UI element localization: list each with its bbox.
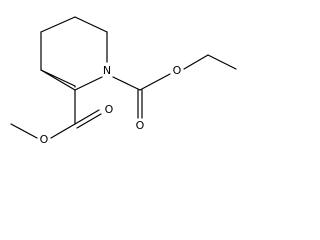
atom-label-carbamate-carbonyl-oxygen: O [136, 119, 145, 132]
molecule-drawing: N O O O O [10, 16, 237, 146]
atom-label-ester-carbonyl-oxygen: O [105, 103, 114, 116]
atom-label-ring-nitrogen: N [103, 64, 111, 77]
bond-ester-c-o-single [50, 123, 76, 139]
bond-ch2-ch3 [207, 54, 237, 70]
atom-label-ester-methoxy-oxygen: O [40, 133, 49, 146]
bond-c2-c1 [74, 16, 108, 33]
bond-c2ring-c3 [40, 69, 76, 91]
bond-n-c2ring [74, 76, 103, 91]
bond-ester-c-o-double-b [76, 113, 102, 129]
structure-diagram: N O O O O [0, 0, 248, 152]
bond-o-ch3 [10, 123, 38, 139]
bond-ester-c-o-double-a [74, 109, 100, 125]
atom-labels: N O O O O [40, 64, 182, 146]
bond-o-ch2 [183, 54, 209, 70]
bond-c6-c5 [40, 16, 76, 33]
atom-label-carbamate-ester-oxygen: O [173, 64, 182, 77]
bonds [10, 16, 237, 139]
bond-n-carbamate-c [112, 76, 141, 91]
bond-carbamate-c-o-single [139, 73, 171, 91]
